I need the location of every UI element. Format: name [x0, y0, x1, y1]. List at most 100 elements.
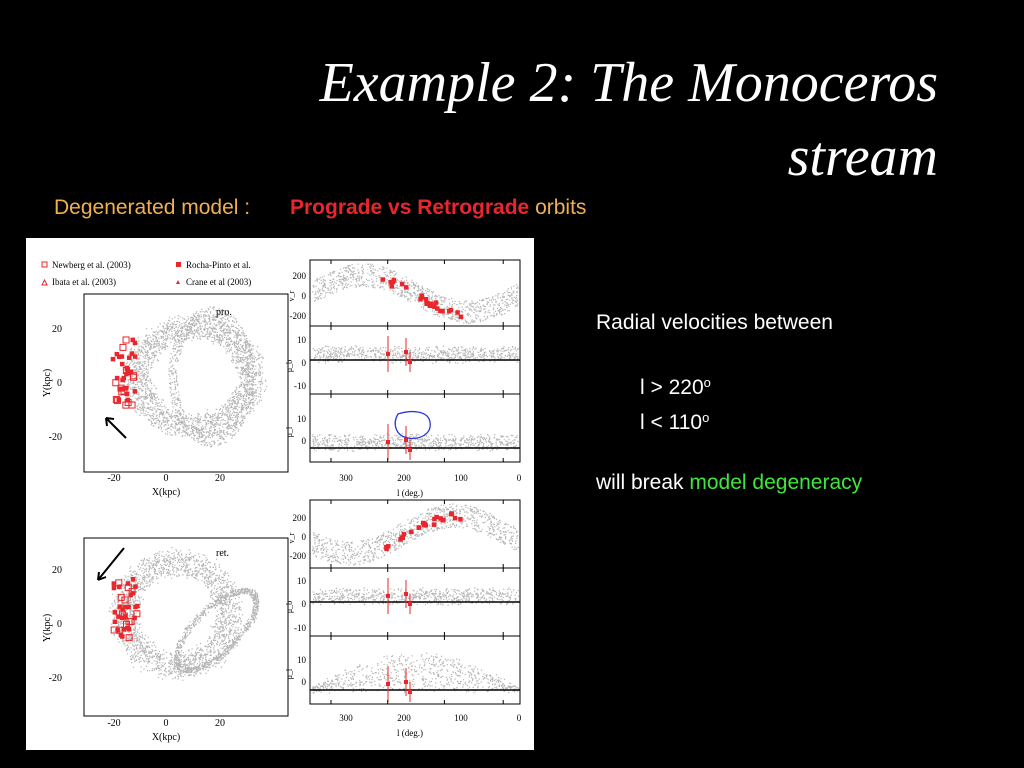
subtitle-label: Degenerated model : [54, 196, 251, 219]
notes-text: Radial velocities between l > 220o l < 1… [596, 308, 862, 498]
xy-prograde-xtick-1: -20 [107, 473, 120, 484]
xy-prograde-marker [124, 391, 130, 397]
mul-bot-ylabel: μ_l [285, 668, 294, 679]
xy-retrograde-data [110, 576, 141, 642]
xy-retrograde-marker [117, 604, 122, 609]
xy-retrograde-marker [110, 626, 118, 634]
notes-condition-1: l > 220o [596, 368, 862, 403]
xy-prograde-ytick-2: 0 [57, 378, 62, 389]
vr-data-marker [438, 308, 443, 314]
xy-prograde-ytick-1: 20 [52, 324, 62, 335]
xy-prograde-ytick-3: -20 [49, 432, 62, 443]
vr-data-marker [458, 516, 463, 522]
vr-data-marker [385, 544, 391, 549]
xy-retrograde-xlabel: X(kpc) [152, 732, 180, 743]
xy-retrograde-xtick-1: -20 [107, 718, 120, 729]
xy-prograde-marker [128, 401, 136, 409]
velocity-ticks-top: 200 0 -200 10 0 -10 10 0 v_r μ_b μ_l 300… [285, 271, 522, 498]
xy-prograde-marker [128, 369, 134, 374]
legend-rocha: Rocha-Pinto et al. [186, 260, 251, 270]
xy-retrograde-marker [133, 610, 141, 618]
mub-bot-ylabel: μ_b [285, 601, 294, 613]
xy-retrograde-loop [108, 547, 243, 681]
mub-tick-1: 10 [297, 335, 307, 345]
xy-retrograde-marker [125, 634, 133, 642]
xy-retrograde-ytick-2: 0 [57, 619, 62, 630]
vr-data-marker [458, 314, 464, 320]
legend-marker-crane [176, 280, 180, 284]
vr-data-marker [421, 522, 427, 528]
error-marker [404, 350, 408, 354]
xy-retrograde-marker [126, 604, 131, 610]
xy-retrograde-marker [112, 619, 118, 625]
vel-top-xtick-2: 200 [397, 473, 411, 483]
legend-ibata: Ibata et al. (2003) [52, 277, 116, 287]
xy-retrograde-marker [122, 604, 127, 610]
xy-prograde-marker [114, 351, 120, 357]
xy-prograde-marker [110, 356, 116, 362]
mul-tick-2: 0 [302, 436, 307, 446]
vr-data-marker [401, 532, 407, 537]
xy-retrograde-marker [112, 610, 118, 615]
error-marker [404, 592, 408, 596]
vr-tick-1: 200 [293, 271, 307, 281]
vel-bot-xtick-1: 300 [339, 713, 353, 723]
xy-retrograde-marker [120, 615, 125, 621]
xy-retrograde-marker [120, 634, 125, 639]
xy-prograde-ylabel: Y(kpc) [42, 369, 53, 397]
slide-title-line2: stream [787, 126, 938, 188]
xy-prograde-arrow-icon [105, 417, 127, 439]
vr-bot-tick-2: 0 [302, 532, 307, 542]
vr-data-marker [434, 514, 439, 520]
xy-prograde-marker [112, 395, 120, 403]
vr-tick-2: 0 [302, 291, 307, 301]
slide-subtitle: Degenerated model : Prograde vs Retrogra… [54, 196, 586, 220]
xy-retrograde-marker [124, 584, 132, 592]
xy-prograde-marker [132, 340, 138, 346]
xy-retrograde-ytick-3: -20 [49, 673, 62, 684]
xy-prograde-marker [119, 343, 127, 351]
xy-retrograde-band [173, 587, 260, 674]
xy-prograde-marker [129, 351, 135, 356]
xy-retrograde-marker [111, 581, 117, 586]
condition-2-degree: o [702, 410, 710, 425]
vel-top-xlabel: l (deg.) [397, 488, 423, 498]
xy-prograde-marker [116, 398, 122, 403]
vel-top-xtick-3: 100 [454, 473, 468, 483]
error-marker [408, 602, 412, 606]
vr-data-marker [440, 518, 445, 523]
legend-marker-ibata [41, 278, 48, 286]
vr-data-marker [432, 304, 437, 309]
xy-retrograde-marker [130, 576, 136, 582]
vr-data-marker [431, 522, 437, 527]
xy-prograde-xtick-2: 0 [164, 473, 169, 484]
xy-prograde-marker [130, 372, 138, 380]
xy-retrograde-marker [111, 585, 117, 591]
vr-data-marker [403, 285, 409, 290]
error-marker [386, 594, 390, 598]
xy-prograde-marker [119, 361, 125, 367]
vr-bot-ylabel: v_r [287, 532, 296, 543]
mub-tick-2: 0 [302, 358, 307, 368]
xy-prograde-ring [121, 315, 268, 439]
error-marker [408, 690, 412, 694]
error-marker [404, 680, 408, 684]
mub-bot-tick-3: -10 [294, 623, 306, 633]
xy-prograde-xlabel: X(kpc) [152, 487, 180, 498]
xy-retrograde-label: ret. [216, 548, 229, 559]
error-marker [404, 438, 408, 442]
xy-prograde-marker [119, 354, 125, 359]
xy-retrograde-marker [117, 593, 125, 601]
xy-prograde-marker [126, 355, 132, 361]
mu-scatter [312, 345, 519, 364]
figure-svg: Newberg et al. (2003) Rocha-Pinto et al.… [41, 259, 522, 743]
legend-crane: Crane et al (2003) [186, 277, 251, 287]
xy-prograde-marker [132, 389, 138, 394]
figure-legend: Newberg et al. (2003) Rocha-Pinto et al.… [41, 260, 251, 287]
xy-retrograde-marker [118, 610, 126, 618]
vr-data-marker [434, 306, 440, 311]
subtitle-highlight: Prograde vs Retrograde [289, 196, 530, 219]
vr-data-marker [384, 546, 389, 552]
vel-top-xtick-1: 300 [339, 473, 353, 483]
xy-retrograde-marker [126, 626, 132, 632]
